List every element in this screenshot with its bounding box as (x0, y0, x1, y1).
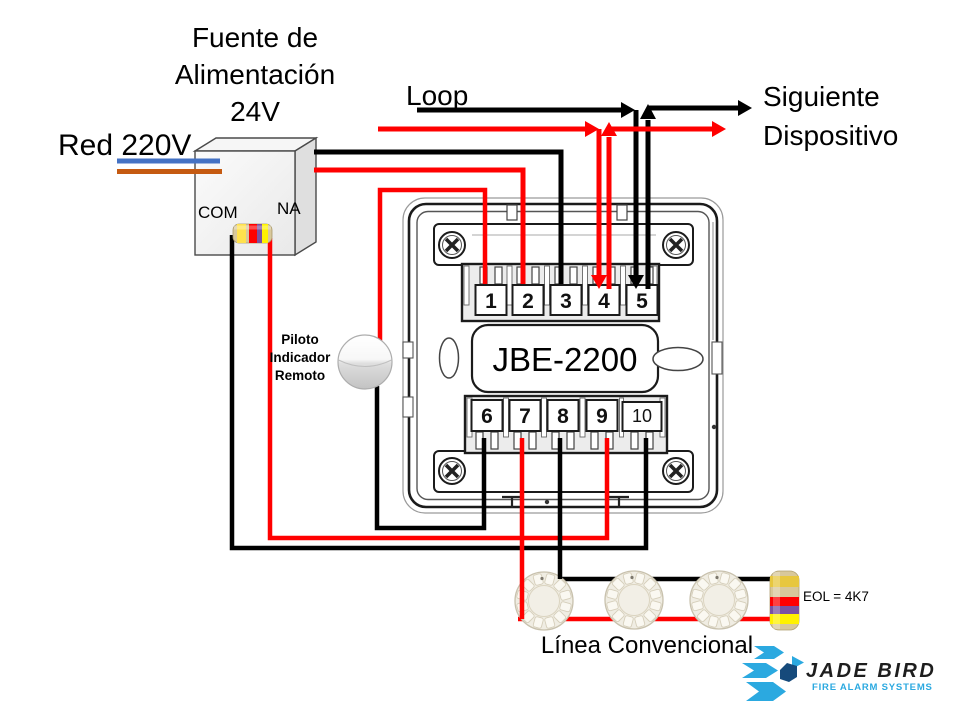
terminal-1 (474, 284, 508, 316)
pilot-indicator-label: Piloto Indicador Remoto (257, 331, 343, 385)
pilot-lamp (337, 334, 393, 390)
top-notch (506, 204, 518, 221)
terminal-10-label: 10 (632, 406, 652, 426)
wire-slots-bottom (475, 431, 654, 450)
pilot-black-wire (374, 386, 487, 531)
next-device-line2: Dispositivo (763, 120, 899, 151)
arrow-right-icon (738, 100, 752, 116)
terminal-1-label: 1 (485, 290, 497, 313)
arrow-down-icon (628, 275, 644, 289)
terminal-4 (587, 284, 621, 316)
power-supply-title: Fuente de Alimentación 24V (152, 19, 358, 130)
logo-brand-text: JADE BIRD (806, 660, 937, 682)
terminal-5-label: 5 (636, 290, 648, 313)
terminal-5 (625, 284, 659, 316)
screw-icon (438, 457, 466, 485)
power-supply-title-line3: 24V (230, 96, 280, 127)
arrow-up-icon (640, 104, 656, 119)
logo-chevron (746, 682, 786, 701)
mains-label: Red 220V (58, 129, 192, 162)
pilot-label-line3: Remoto (274, 368, 326, 383)
terminal-9-label: 9 (596, 405, 608, 428)
na-terminal-label: NA (277, 199, 301, 218)
arrow-down-icon (591, 275, 607, 289)
case-marks (502, 495, 629, 508)
pilot-label-line2: Indicador (269, 350, 331, 365)
logo-tagline-text: FIRE ALARM SYSTEMS (812, 682, 933, 693)
arrow-up-icon (601, 122, 617, 136)
terminal-4-label: 4 (598, 290, 610, 313)
terminal-9 (585, 399, 619, 432)
terminal-2 (511, 284, 545, 316)
smoke-detector (689, 570, 749, 630)
arrow-right-icon (712, 121, 726, 137)
left-oval-cutout (438, 337, 460, 379)
eol-resistor (769, 570, 800, 631)
psu-positive-wire (314, 167, 526, 284)
psu-negative-wire (314, 149, 564, 284)
power-supply-title-line2: Alimentación (174, 59, 336, 90)
terminal-7 (508, 399, 542, 432)
psu-resistor (232, 223, 273, 244)
loop-label: Loop (406, 80, 469, 111)
arrowheads (585, 100, 752, 289)
right-tab (711, 341, 723, 375)
eol-resistor-label: EOL = 4K7 (803, 589, 869, 604)
next-device-label: Siguiente Dispositivo (763, 77, 898, 155)
conventional-line-label: Línea Convencional (540, 632, 754, 659)
com-wire (229, 235, 649, 551)
terminal-8-label: 8 (557, 405, 569, 428)
terminal-3-label: 3 (560, 290, 572, 313)
next-device-line1: Siguiente (763, 81, 880, 112)
screw-icon (662, 457, 690, 485)
terminal-8 (546, 399, 580, 432)
logo-chevron (742, 663, 778, 678)
module-model-label: JBE-2200 (493, 341, 638, 378)
power-supply-title-line1: Fuente de (191, 22, 319, 53)
logo-hexagon (780, 663, 797, 682)
arrow-right-icon (621, 102, 635, 118)
com-terminal-label: COM (198, 203, 238, 222)
logo-chevron (754, 646, 784, 659)
terminal-2-label: 2 (522, 290, 534, 313)
arrow-right-icon (585, 121, 599, 137)
jade-bird-logo-icon (742, 646, 804, 701)
terminal-6 (470, 399, 504, 432)
top-notch (616, 204, 628, 221)
bottom-mounting-plate (433, 450, 694, 493)
right-oval-cutout (652, 346, 704, 372)
left-tab (402, 396, 414, 418)
left-tab (402, 341, 414, 359)
conventional-detectors (514, 570, 749, 631)
terminal-strip-bottom: 6 7 8 9 10 (463, 394, 669, 455)
screw-icon (662, 231, 690, 259)
smoke-detector (604, 570, 664, 630)
module-body: 1 2 3 4 5 (402, 197, 724, 514)
screw-icon (438, 231, 466, 259)
terminal-10 (621, 401, 663, 432)
pilot-red-wire (377, 187, 488, 341)
terminal-7-label: 7 (519, 405, 531, 428)
terminal-3 (549, 284, 583, 316)
pilot-label-line1: Piloto (281, 332, 319, 347)
terminal-6-label: 6 (481, 405, 493, 428)
na-wire (267, 238, 610, 541)
